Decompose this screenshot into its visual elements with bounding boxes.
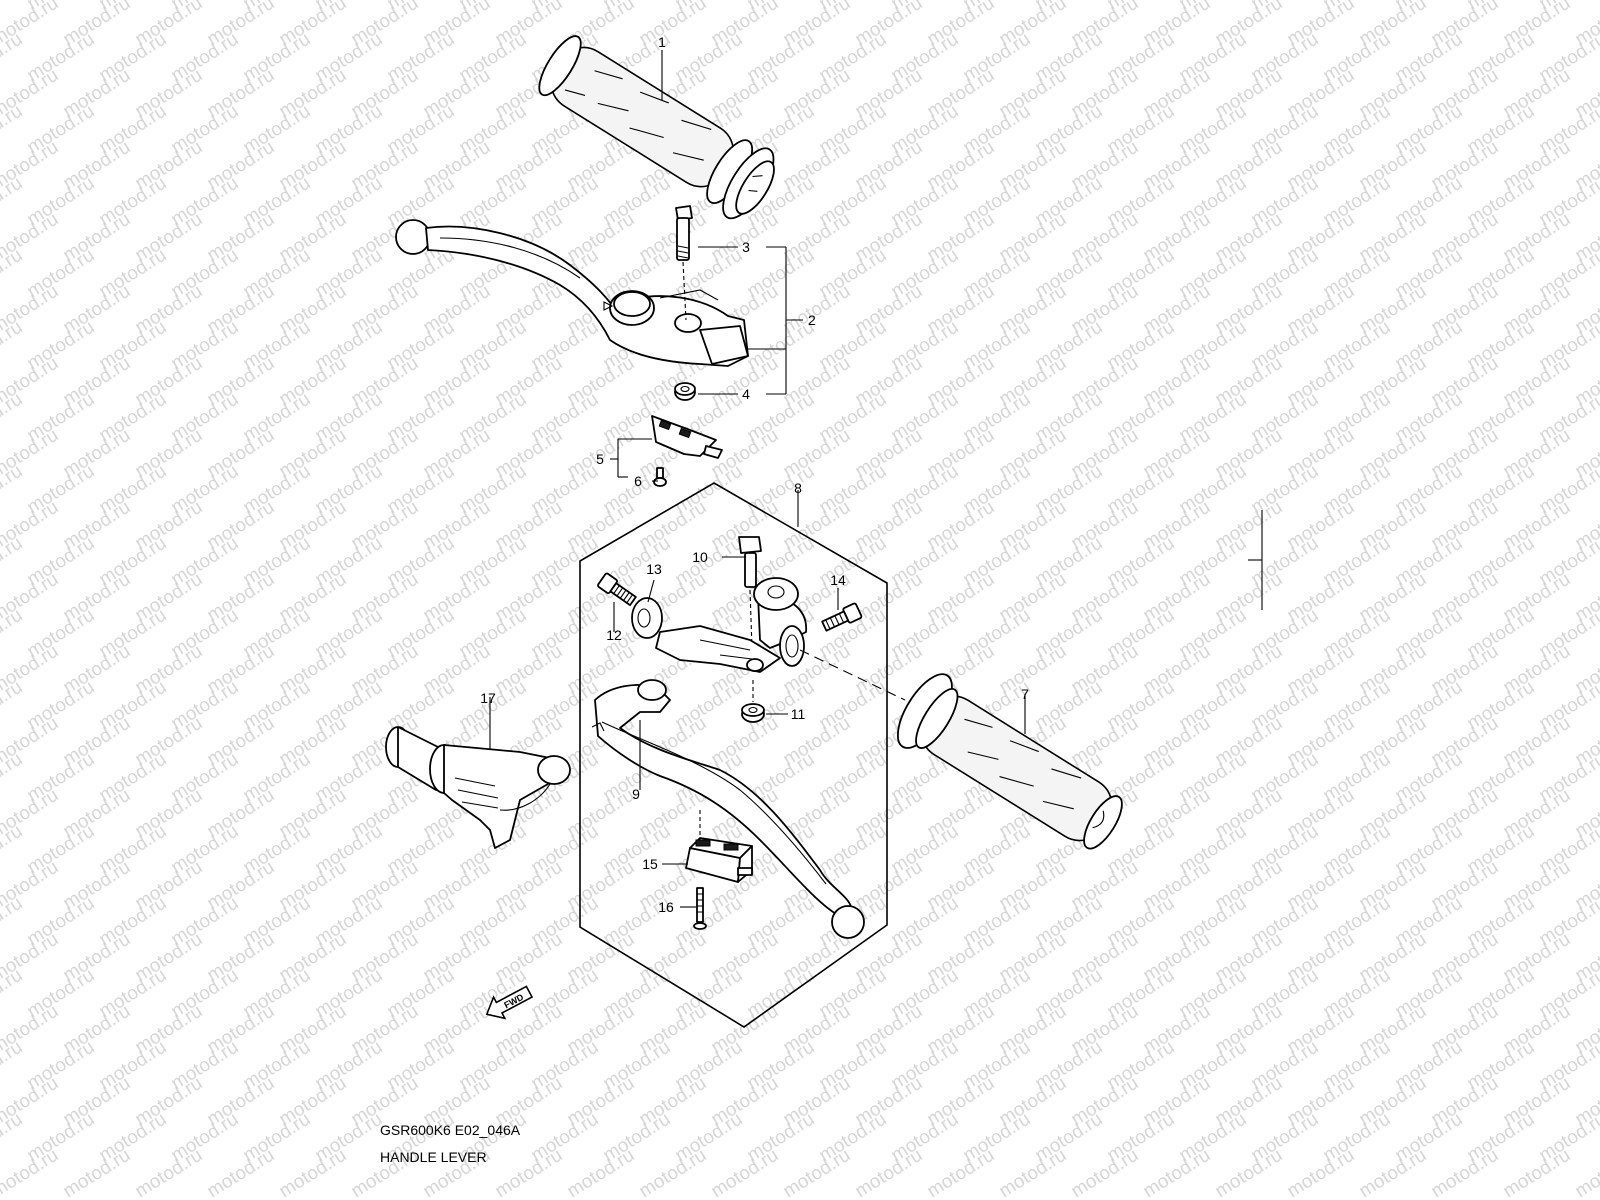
watermark-text: motod.ru [0, 101, 26, 159]
watermark-text: motod.ru [0, 965, 26, 1023]
callout-5: 5 [596, 451, 604, 467]
part-15-clutch-switch [685, 837, 753, 883]
callout-6: 6 [634, 473, 642, 489]
callout-3: 3 [742, 239, 750, 255]
callout-14: 14 [830, 572, 846, 588]
watermark-text: motod.ru [0, 317, 26, 375]
watermark-text: motod.ru [0, 1037, 26, 1095]
callout-10: 10 [692, 549, 708, 565]
watermark-text: motod.ru [0, 821, 26, 879]
part-1-grip [538, 35, 775, 220]
part-16-screw [693, 810, 707, 930]
diagram-code: GSR600K6 E02_046A [380, 1122, 521, 1138]
watermark-text: motod.ru [1572, 1145, 1600, 1200]
part-10-pivot-bolt [738, 536, 762, 649]
diagram-title: HANDLE LEVER [380, 1149, 487, 1165]
part-5-brake-switch [651, 415, 723, 459]
watermark-text: motod.ru [204, 1145, 279, 1200]
callout-8: 8 [794, 480, 802, 496]
callout-7: 7 [1021, 686, 1029, 702]
callout-2: 2 [808, 312, 816, 328]
part-17-cable-holder [385, 726, 571, 849]
callout-4: 4 [742, 386, 750, 402]
clutch-lever-bracket [655, 577, 906, 701]
watermark-text: motod.ru [564, 1145, 639, 1200]
part-12-screw [597, 572, 637, 607]
watermark-text: motod.ru [1500, 1145, 1575, 1200]
part-8-assembly-outline [579, 482, 888, 1028]
watermark-text: motod.ru [0, 173, 26, 231]
watermark-text: motod.ru [924, 1145, 999, 1200]
watermark-text: motod.ru [0, 29, 26, 87]
watermark-text: motod.ru [1212, 1145, 1287, 1200]
watermark-text: motod.ru [0, 893, 26, 951]
margin-mark [1248, 510, 1263, 610]
watermark-text: motod.ru [0, 677, 26, 735]
watermark-text: motod.ru [132, 1145, 207, 1200]
part-2-brake-lever [395, 219, 749, 367]
watermark-text: motod.ru [852, 1145, 927, 1200]
watermark-text: motod.ru [0, 533, 26, 591]
watermark-text: motod.ru [1284, 1145, 1359, 1200]
watermark-text: motod.ru [276, 1145, 351, 1200]
leader-lines [489, 50, 1026, 908]
callout-numbers: 1 2 3 4 5 6 7 8 9 10 11 12 13 14 15 16 1… [480, 34, 1029, 915]
callout-9: 9 [632, 786, 640, 802]
part-14-screw [821, 602, 863, 632]
watermark-text: motod.ru [0, 389, 26, 447]
watermark-text: motod.ru [0, 1109, 26, 1167]
part-6-screw [653, 467, 667, 487]
watermark-text: motod.ru [996, 1145, 1071, 1200]
watermark-text: motod.ru [0, 749, 26, 807]
watermark-text: motod.ru [60, 1145, 135, 1200]
watermark-text: motod.ru [708, 1145, 783, 1200]
watermark-text: motod.ru [636, 1145, 711, 1200]
watermark-text: motod.ru [1356, 1145, 1431, 1200]
part-13-washer [631, 597, 663, 639]
watermark-text: motod.ru [1428, 1145, 1503, 1200]
part-4-nut [674, 382, 696, 401]
watermark-text: motod.ru [780, 1145, 855, 1200]
watermark-text: motod.ru [0, 461, 26, 519]
watermark-text: motod.ru [1140, 1145, 1215, 1200]
callout-15: 15 [642, 856, 658, 872]
watermark-text: motod.ru [0, 605, 26, 663]
callout-12: 12 [606, 627, 622, 643]
callout-16: 16 [658, 899, 674, 915]
part-11-nut [741, 680, 765, 723]
watermark-text: motod.ru [1068, 1145, 1143, 1200]
callout-11: 11 [791, 706, 806, 722]
watermark-text: motod.ru [0, 245, 26, 303]
watermark-text: motod.ru [492, 1145, 567, 1200]
callout-1: 1 [658, 34, 666, 50]
part-3-pivot-bolt [675, 205, 693, 321]
callout-17: 17 [480, 690, 496, 706]
part-7-grip [897, 673, 1123, 850]
callout-13: 13 [646, 561, 662, 577]
